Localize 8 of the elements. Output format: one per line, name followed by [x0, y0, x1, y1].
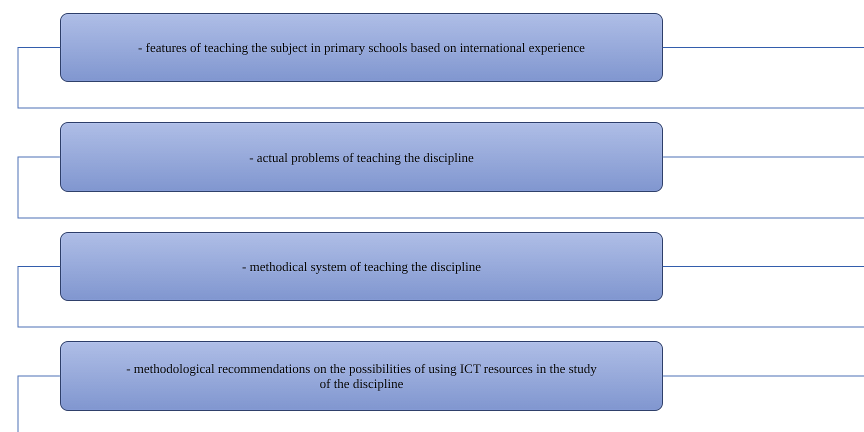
process-box: [60, 232, 663, 301]
process-box: [60, 13, 663, 82]
box-text: - methodical system of teaching the discipline: [242, 259, 481, 274]
process-box: [60, 341, 663, 411]
box-text: - actual problems of teaching the discipline: [249, 150, 474, 164]
box-text: - features of teaching the subject in primary schools based on international experience: [138, 40, 585, 55]
box-text: - methodological recommendations on the possibilities of using ICT resources in the study of the discipline: [125, 361, 598, 391]
process-box: [60, 122, 663, 192]
